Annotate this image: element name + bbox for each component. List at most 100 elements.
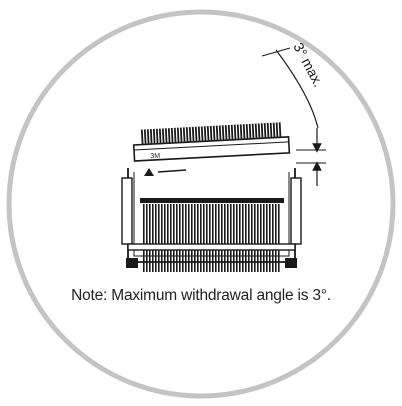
upper-pin	[146, 129, 150, 145]
upper-pin	[158, 128, 162, 144]
upper-pin	[167, 128, 171, 144]
connector-logo: 3M	[150, 153, 160, 161]
upper-pin	[143, 129, 147, 145]
upper-pin	[233, 124, 237, 140]
header-pin	[182, 204, 184, 244]
upper-pin	[257, 123, 261, 139]
header-pin	[149, 204, 151, 244]
tail-pin	[170, 250, 172, 272]
header-pin	[239, 204, 241, 244]
tail-pin	[239, 250, 241, 272]
tail-pin	[143, 250, 145, 272]
upper-pin	[254, 123, 258, 139]
header-pin	[224, 204, 226, 244]
tail-pin	[233, 250, 235, 272]
tail-pin	[158, 250, 160, 272]
upper-pin	[278, 122, 282, 138]
header-pin	[245, 204, 247, 244]
header-pin	[254, 204, 256, 244]
header-pin	[176, 204, 178, 244]
header-pin	[146, 204, 148, 244]
tail-pin	[155, 250, 157, 272]
tail-pin	[251, 250, 253, 272]
upper-pin	[209, 125, 213, 141]
upper-pin	[194, 126, 198, 142]
tail-pin	[266, 250, 268, 272]
upper-pin	[230, 124, 234, 140]
tail-pin	[221, 250, 223, 272]
upper-pin	[212, 125, 216, 141]
upper-pin	[221, 125, 225, 141]
tail-pin	[179, 250, 181, 272]
upper-pin	[140, 129, 144, 145]
tail-pin	[263, 250, 265, 272]
lower-header	[121, 168, 302, 272]
header-pin	[188, 204, 190, 244]
tail-pin	[227, 250, 229, 272]
header-pin	[197, 204, 199, 244]
upper-pin	[182, 127, 186, 143]
header-pin	[143, 204, 145, 244]
tail-pin	[260, 250, 262, 272]
tail-pin	[167, 250, 169, 272]
tail-pin	[236, 250, 238, 272]
tail-pin	[269, 250, 271, 272]
upper-pin	[260, 123, 264, 139]
tail-pin	[194, 250, 196, 272]
tail-pin	[185, 250, 187, 272]
tail-pin	[200, 250, 202, 272]
header-pin	[170, 204, 172, 244]
header-pin	[185, 204, 187, 244]
header-pin	[242, 204, 244, 244]
header-pin	[206, 204, 208, 244]
tail-pin	[197, 250, 199, 272]
upper-pin	[188, 127, 192, 143]
upper-pin	[227, 124, 231, 141]
upper-pin	[239, 124, 243, 140]
header-tail-pins	[143, 250, 280, 272]
tail-pin	[212, 250, 214, 272]
upper-pin	[275, 122, 279, 138]
upper-pin	[266, 122, 270, 138]
upper-pin	[245, 124, 249, 140]
upper-pin	[272, 122, 276, 138]
header-pin	[230, 204, 232, 244]
tail-pin	[245, 250, 247, 272]
header-pin	[161, 204, 163, 244]
tail-pin	[152, 250, 154, 272]
header-pin	[236, 204, 238, 244]
tail-pin	[215, 250, 217, 272]
header-pin	[227, 204, 229, 244]
upper-connector: 3M	[132, 122, 291, 162]
upper-connector-body	[132, 136, 291, 162]
header-pin-field	[143, 204, 280, 244]
upper-pin	[191, 126, 195, 142]
upper-contact-pins	[140, 122, 282, 145]
upper-pin	[200, 126, 204, 142]
tail-pin	[248, 250, 250, 272]
header-pin	[257, 204, 259, 244]
header-pin	[164, 204, 166, 244]
header-pin	[167, 204, 169, 244]
header-pin	[194, 204, 196, 244]
tail-pin	[149, 250, 151, 272]
upper-pin	[185, 127, 189, 143]
header-pin	[266, 204, 268, 244]
polarization-mark	[144, 168, 154, 176]
angle-arc	[275, 49, 319, 129]
tail-pin	[209, 250, 211, 272]
upper-pin	[203, 126, 207, 142]
upper-pin	[152, 128, 156, 144]
tail-pin	[176, 250, 178, 272]
upper-pin	[155, 128, 159, 144]
upper-pin	[149, 129, 153, 145]
header-pin	[233, 204, 235, 244]
header-pin	[179, 204, 181, 244]
header-pin	[152, 204, 154, 244]
tail-pin	[191, 250, 193, 272]
upper-pin	[224, 125, 228, 141]
upper-pin	[236, 124, 240, 140]
tail-pin	[146, 250, 148, 272]
upper-pin	[242, 124, 246, 140]
